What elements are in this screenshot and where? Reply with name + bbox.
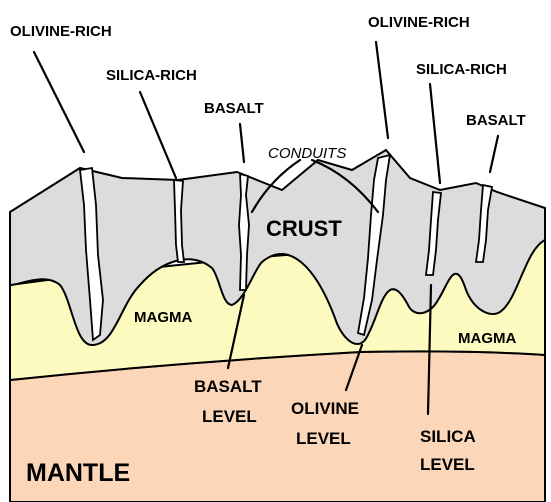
- label-basalt-level-line2: LEVEL: [202, 407, 257, 426]
- label-mantle: MANTLE: [26, 459, 130, 487]
- label-magma-left: MAGMA: [134, 309, 192, 326]
- label-conduits: CONDUITS: [268, 145, 346, 162]
- label-magma-right: MAGMA: [458, 330, 516, 347]
- leader-olivine-right: [376, 42, 388, 138]
- label-silica-level-line2: LEVEL: [420, 455, 475, 474]
- label-basalt-left: BASALT: [204, 100, 264, 117]
- leader-silica-right: [430, 84, 440, 183]
- label-olivine-rich-left: OLIVINE-RICH: [10, 23, 112, 40]
- leader-basalt-left: [240, 124, 244, 162]
- label-olivine-level-line2: LEVEL: [296, 429, 351, 448]
- leader-olivine-left: [34, 52, 84, 152]
- label-olivine-level-line1: OLIVINE: [291, 399, 359, 418]
- label-silica-rich-right: SILICA-RICH: [416, 61, 507, 78]
- label-olivine-rich-right: OLIVINE-RICH: [368, 14, 470, 31]
- label-crust: CRUST: [266, 216, 342, 241]
- label-silica-rich-left: SILICA-RICH: [106, 67, 197, 84]
- label-basalt-right: BASALT: [466, 112, 526, 129]
- label-silica-level-line1: SILICA: [420, 427, 476, 446]
- leader-basalt-right: [490, 136, 498, 172]
- leader-silica-left: [140, 92, 176, 178]
- label-basalt-level-line1: BASALT: [194, 377, 262, 396]
